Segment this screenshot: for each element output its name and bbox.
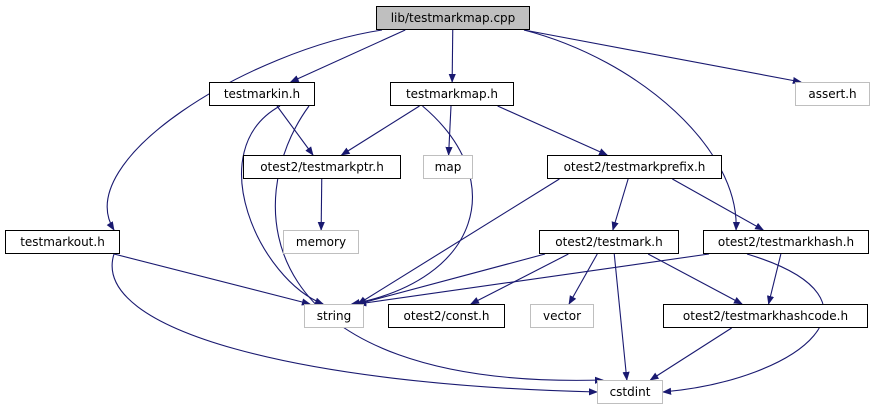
node-string: string <box>304 304 364 328</box>
node-testmarkmap-h[interactable]: testmarkmap.h <box>390 82 514 106</box>
node-otest2-const-h[interactable]: otest2/const.h <box>388 304 505 328</box>
edge-testmarkin-h-to-cstdint <box>274 105 604 384</box>
edge-testmarkout-h-to-cstdint <box>111 253 598 396</box>
node-map: map <box>423 155 473 179</box>
edge-testmarkprefix-h-to-testmarkhash-h <box>672 178 765 231</box>
edge-testmark-h-to-string <box>357 253 546 306</box>
edge-testmarkprefix-h-to-testmark-h <box>611 178 629 231</box>
node-otest2-testmark-h[interactable]: otest2/testmark.h <box>539 230 679 254</box>
edge-testmarkmap-h-to-string <box>350 105 473 307</box>
edge-testmarkhashcode-h-to-cstdint <box>649 327 732 381</box>
node-vector: vector <box>530 304 594 328</box>
edge-testmarkmap-cpp-to-testmarkhash-h <box>523 29 741 231</box>
edge-testmarkin-h-to-testmarkptr-h <box>276 105 314 156</box>
node-otest2-testmarkprefix-h[interactable]: otest2/testmarkprefix.h <box>547 155 722 179</box>
edge-testmarkmap-h-to-testmarkptr-h <box>340 105 420 156</box>
edge-testmark-h-to-const-h <box>470 253 569 305</box>
node-testmarkout-h[interactable]: testmarkout.h <box>5 230 120 254</box>
node-otest2-testmarkptr-h[interactable]: otest2/testmarkptr.h <box>243 155 401 179</box>
edge-testmarkmap-h-to-testmarkprefix-h <box>497 105 608 156</box>
node-memory: memory <box>283 230 359 254</box>
edge-testmarkmap-cpp-to-testmarkout-h <box>106 29 383 231</box>
node-assert-h: assert.h <box>795 82 870 106</box>
edge-testmarkhash-h-to-cstdint <box>662 253 825 395</box>
edge-testmarkptr-h-to-memory <box>317 178 325 231</box>
edge-testmarkmap-cpp-to-testmarkin-h <box>289 29 406 83</box>
node-otest2-testmarkhash-h[interactable]: otest2/testmarkhash.h <box>703 230 869 254</box>
edge-testmarkhash-h-to-testmarkhashcode-h <box>767 253 782 305</box>
edge-testmarkin-h-to-string <box>241 105 325 305</box>
edge-testmark-h-to-testmarkhashcode-h <box>647 253 743 305</box>
edge-testmark-h-to-vector <box>568 253 598 305</box>
edge-testmarkmap-cpp-to-assert-h <box>523 29 802 85</box>
edge-testmarkprefix-h-to-string <box>357 178 560 305</box>
edge-testmarkhash-h-to-string <box>357 253 710 307</box>
edge-testmarkout-h-to-string <box>113 253 311 306</box>
edge-testmarkmap-h-to-map <box>445 105 453 156</box>
node-otest2-testmarkhashcode-h[interactable]: otest2/testmarkhashcode.h <box>663 304 868 328</box>
edge-testmark-h-to-cstdint <box>613 253 630 381</box>
node-testmarkin-h[interactable]: testmarkin.h <box>209 82 315 106</box>
node-cstdint: cstdint <box>597 380 663 404</box>
node-lib-testmarkmap-cpp: lib/testmarkmap.cpp <box>376 6 530 30</box>
edge-testmarkmap-cpp-to-testmarkmap-h <box>448 29 456 83</box>
